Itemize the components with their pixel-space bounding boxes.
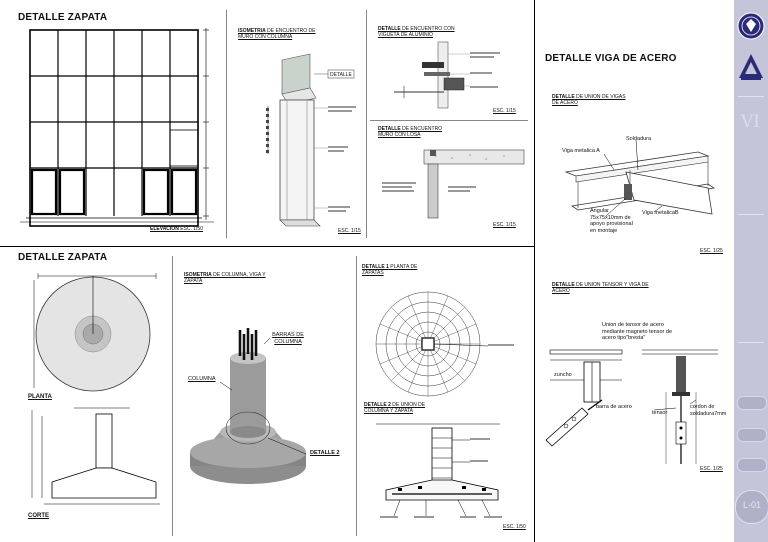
title-detalle-viga-acero: DETALLE VIGA DE ACERO [545, 53, 677, 64]
angular-label: Angular 75x75x10mm de apoyo provisional … [590, 208, 633, 234]
iso-muro-esc: ESC. 1/15 [338, 228, 361, 234]
det2-union-label: DETALLE 2 DE UNION DE COLUMNA Y ZAPATA [364, 402, 426, 414]
sidebar-pill-1 [737, 396, 767, 410]
soldadura-label: Soldadura [626, 136, 652, 142]
title-block-sidebar: VI L-01 [734, 0, 768, 542]
det-losa-esc: ESC. 1/15 [493, 222, 516, 228]
sheet-code: L-01 [742, 500, 761, 510]
planta-drawing [33, 273, 157, 392]
sidebar-pill-2 [737, 428, 767, 442]
sidebar-letters: VI [741, 112, 760, 132]
corte-drawing [31, 407, 160, 505]
sidebar-divider-3 [738, 342, 764, 343]
faculty-logo-icon [739, 54, 763, 80]
divider-vertical-bottom-2 [356, 256, 357, 536]
det-vigueta-drawing [394, 41, 500, 109]
iso-muro-tag: DETALLE [330, 72, 352, 78]
det-losa-label: DETALLE DE ENCUENTRO MURO CON LOSA [378, 126, 443, 138]
iso-muro-drawing [266, 53, 356, 227]
sidebar-pill-3 [737, 458, 767, 472]
union-vigas-esc: ESC. 1/25 [700, 248, 723, 254]
union-note: Union de tensor de acero mediante magnet… [602, 322, 673, 341]
divider-horizontal-left [0, 246, 534, 247]
sidebar-divider-2 [738, 214, 764, 215]
union-vigas-label: DETALLE DE UNION DE VIGAS DE ACERO [552, 94, 626, 106]
sheet-code-badge [735, 490, 768, 524]
det1-zapatas-label: DETALLE 1 PLANTA DE ZAPATAS [362, 264, 418, 276]
elevation-label: ELEVACION ESC. 1/50 [150, 226, 203, 232]
divider-vertical-top-1 [226, 10, 227, 238]
union-tensor-drawing [545, 349, 718, 464]
detalle2-tag: DETALLE 2 [310, 450, 340, 456]
divider-vertical-right [534, 0, 535, 542]
barras-label: BARRAS DE COLUMNA [272, 332, 304, 345]
sidebar-divider-1 [738, 96, 764, 97]
tensor-small-label: tensor [652, 410, 668, 416]
title-detalle-zapata-bottom: DETALLE ZAPATA [18, 252, 108, 263]
det2-union-drawing [376, 423, 502, 518]
columna-label: COLUMNA [188, 376, 216, 382]
elevation-drawing [20, 28, 214, 227]
iso-muro-label: ISOMETRIA DE ENCUENTRO DE MURO CON COLUM… [238, 28, 316, 40]
viga-a-label: Viga metalica A [562, 148, 600, 154]
union-tensor-esc: ESC. 1/25 [700, 466, 723, 472]
divider-horizontal-top-right [370, 120, 528, 121]
viga-b-label: Viga metalicaB [642, 210, 679, 216]
divider-vertical-bottom-1 [172, 256, 173, 536]
union-vigas-drawing [564, 139, 716, 217]
divider-vertical-top-2 [366, 10, 367, 238]
cordon-label: cordon de soldadura7mm [690, 404, 727, 417]
corte-label: CORTE [28, 513, 49, 519]
det1-zapatas-drawing [375, 291, 514, 397]
tensor-label: DETALLE DE UNION TENSOR Y VIGA DE ACERO [552, 282, 649, 294]
barra-label: barra de acero [596, 404, 632, 410]
iso-columna-drawing [190, 328, 307, 484]
title-detalle-zapata-top: DETALLE ZAPATA [18, 12, 108, 23]
iso-columna-label: ISOMETRIA DE COLUMNA, VIGA Y ZAPATA [184, 272, 266, 284]
university-seal-icon [737, 12, 765, 40]
det-vigueta-label: DETALLE DE ENCUENTRO CON VIGUETA DE ALUM… [378, 26, 455, 38]
bottom-esc: ESC. 1/50 [503, 524, 526, 530]
det-vigueta-esc: ESC. 1/15 [493, 108, 516, 114]
det-losa-drawing [382, 149, 525, 219]
planta-label: PLANTA [28, 394, 52, 400]
zuncho-label: zuncho [554, 372, 572, 378]
